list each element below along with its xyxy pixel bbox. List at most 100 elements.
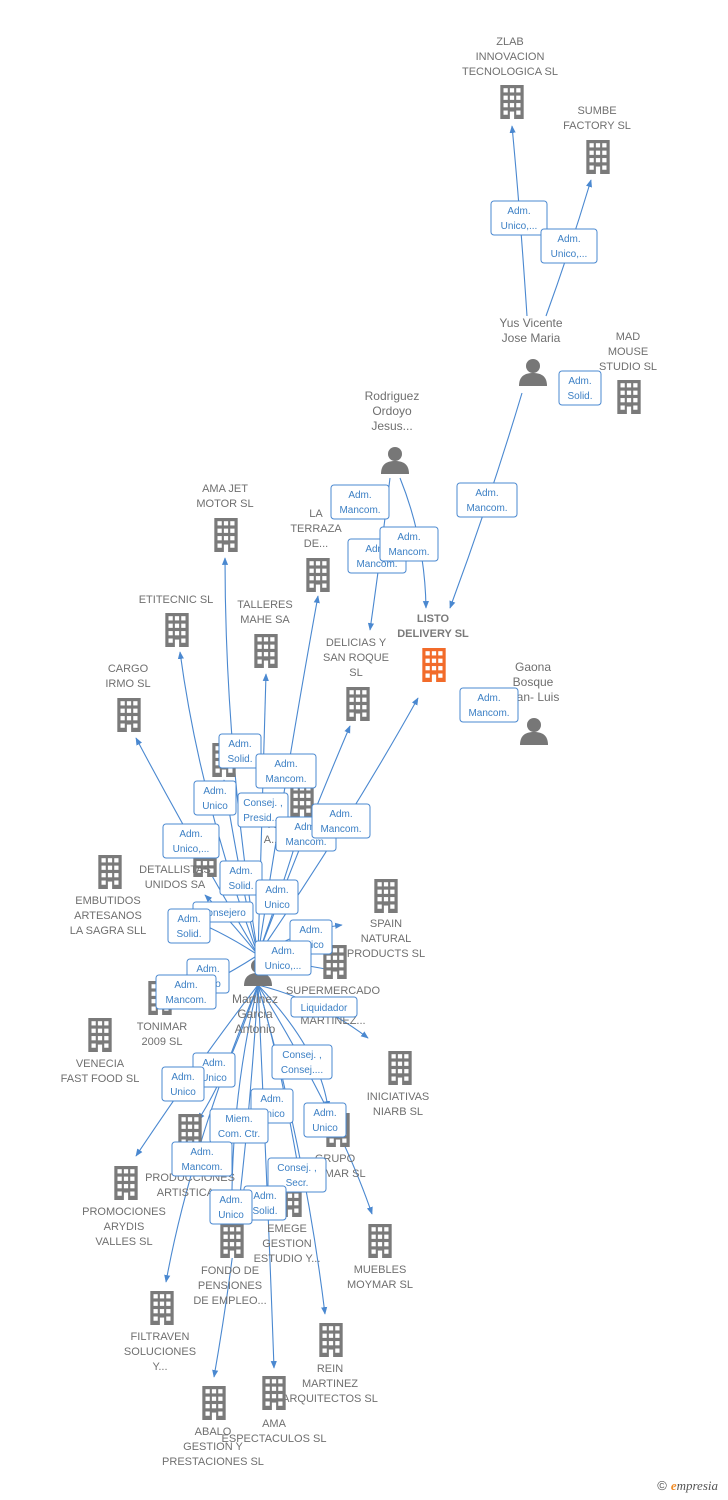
node-laterraza[interactable]: LATERRAZADE... [290, 508, 342, 592]
role-badge[interactable]: Miem.Com. Ctr. [209, 1108, 269, 1144]
role-badge[interactable]: Adm.Unico,... [540, 228, 598, 264]
role-badge[interactable]: Adm.Mancom. [155, 974, 217, 1010]
role-badge-text: Adm. [477, 693, 500, 704]
role-badge[interactable]: Adm.Mancom. [255, 753, 317, 789]
role-badge-text: Consejero [200, 908, 246, 919]
node-cargo[interactable]: CARGO IRMO SL [105, 663, 151, 732]
role-badge[interactable]: Adm.Mancom. [379, 526, 439, 562]
role-badge[interactable]: Consej. ,Secr. [267, 1157, 327, 1193]
role-badge-text: Adm. [557, 234, 580, 245]
role-badge-text: Unico [218, 1210, 244, 1221]
role-badge[interactable]: Adm.Solid. [243, 1185, 287, 1221]
node-label-line: GESTION Y [183, 1441, 243, 1453]
node-label-line: FAST FOOD SL [61, 1073, 140, 1085]
node-label-line: ...an- Luis [507, 690, 560, 704]
node-label-line: EMEGE [267, 1223, 307, 1235]
role-badge[interactable]: Adm.Mancom. [311, 803, 371, 839]
node-etitecnic[interactable]: ETITECNIC SL [139, 594, 214, 647]
node-label-line: CARGO [108, 663, 149, 675]
node-label-line: DE... [304, 538, 328, 550]
role-badge[interactable]: Adm.Unico,... [490, 200, 548, 236]
role-badge-box [290, 996, 358, 1018]
role-badge-box [218, 733, 262, 769]
role-badge-box [193, 780, 237, 816]
node-rodriguez[interactable]: RodriguezOrdoyoJesus... [365, 389, 420, 474]
role-badge-text: Solid. [567, 391, 592, 402]
role-badge[interactable]: Adm.Mancom. [456, 482, 518, 518]
role-badge[interactable]: Adm.Unico [161, 1066, 205, 1102]
node-label-line: Garcia [237, 1007, 273, 1021]
role-badge[interactable]: Liquidador [290, 996, 358, 1018]
node-filtraven[interactable]: FILTRAVENSOLUCIONESY... [124, 1291, 196, 1373]
role-badge-text: Consej.... [281, 1065, 323, 1076]
node-label-line: LA [309, 508, 323, 520]
role-badge[interactable]: Adm.Unico [303, 1102, 347, 1138]
role-badge[interactable]: Adm.Mancom. [171, 1141, 233, 1177]
node-label-line: ARTISTICA... [157, 1187, 223, 1199]
company-building-icon [165, 613, 189, 647]
role-badge[interactable]: Adm.Mancom. [330, 484, 390, 520]
company-building-icon [346, 687, 370, 721]
role-badge-box [255, 753, 317, 789]
node-label-line: Gaona [515, 660, 551, 674]
role-badge-text: Unico [312, 1123, 338, 1134]
role-badge[interactable]: Adm.Solid. [218, 733, 262, 769]
node-label-line: IRMO SL [105, 678, 150, 690]
roles-layer: Adm.Unico,...Adm.Unico,...Adm.Solid.Adm.… [155, 200, 602, 1225]
node-label-line: MAHE SA [240, 614, 290, 626]
role-badge[interactable]: Adm.Unico [255, 879, 299, 915]
role-badge-box [558, 370, 602, 406]
node-label-line: MUEBLES [354, 1264, 407, 1276]
role-badge-box [255, 879, 299, 915]
node-label-line: FILTRAVEN [131, 1331, 190, 1343]
role-badge[interactable]: Adm.Solid. [167, 908, 211, 944]
role-badge[interactable]: Adm.Unico,... [162, 823, 220, 859]
role-badge[interactable]: Adm.Unico,... [254, 940, 312, 976]
node-label-line: ETITECNIC SL [139, 594, 214, 606]
role-badge-text: Adm. [329, 809, 352, 820]
role-badge-text: Adm. [177, 914, 200, 925]
role-badge[interactable]: Adm.Unico [193, 780, 237, 816]
role-badge-text: Adm. [348, 490, 371, 501]
role-badge[interactable]: Consej. ,Consej.... [271, 1044, 333, 1080]
role-badge[interactable]: Adm.Solid. [219, 860, 263, 896]
role-badge-text: Unico,... [501, 221, 538, 232]
role-badge[interactable]: Adm.Mancom. [459, 687, 519, 723]
role-badge[interactable]: Adm.Unico [209, 1189, 253, 1225]
relation-edge [204, 894, 259, 956]
role-badge[interactable]: Consej. ,Presid.... [237, 792, 289, 828]
brand-initial: e [670, 1478, 677, 1493]
role-badge[interactable]: Adm.Solid. [558, 370, 602, 406]
role-badge-text: Com. Ctr. [218, 1129, 260, 1140]
role-badge-text: Unico [264, 900, 290, 911]
role-badge-text: Unico [259, 1109, 285, 1120]
node-label-line: SL [349, 667, 362, 679]
empresia-brand[interactable]: ©empresia [657, 1478, 718, 1494]
role-badge-text: Mancom. [181, 1162, 222, 1173]
